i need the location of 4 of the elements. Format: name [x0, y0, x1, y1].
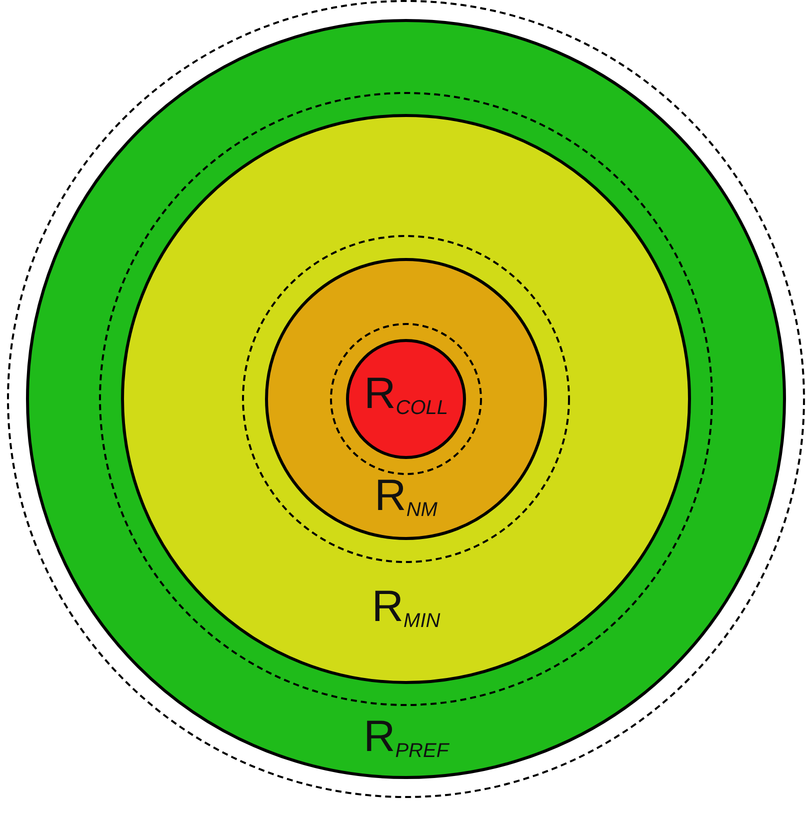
zone-label: R$_{PREF}$: [363, 715, 449, 761]
zone-label: R$_{COLL}$: [364, 372, 448, 418]
zone-label: R$_{NM}$: [374, 474, 438, 520]
zone-label: R$_{MIN}$: [372, 585, 440, 631]
